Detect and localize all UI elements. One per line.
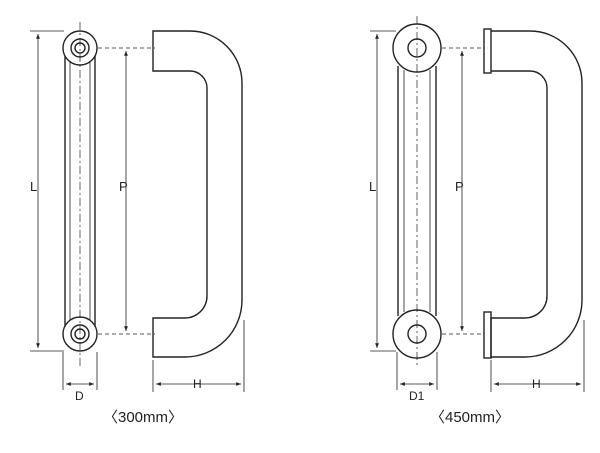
label-D1-450: D1 [409,389,425,403]
label-P-300: P [119,179,128,194]
label-D-300: D [75,389,84,403]
dimension-D-300 [62,352,98,390]
dimension-L-300 [30,30,64,352]
side-view-300 [152,30,243,358]
label-H-450: H [532,377,541,391]
top-mount-circle-300 [62,30,98,66]
dimension-L-450 [370,30,396,352]
side-view-450 [483,28,583,359]
caption-300mm: 〈300mm〉 [103,409,184,426]
dimension-H-450 [490,320,585,392]
dimension-P-300 [98,47,155,335]
label-P-450: P [455,179,464,194]
dimension-D1-450 [396,352,438,390]
label-L-450: L [369,179,376,194]
handle-450mm-diagram: L P D1 H [369,16,585,403]
bottom-mount-circle-450 [392,309,442,359]
front-view-300 [64,32,96,350]
label-H-300: H [193,377,202,391]
dimension-P-450 [442,47,488,335]
caption-450mm: 〈450mm〉 [430,409,511,426]
label-L-300: L [30,179,37,194]
dimension-H-300 [152,320,245,392]
handle-300mm-diagram: L P D H [30,22,245,403]
front-view-450 [397,66,437,316]
